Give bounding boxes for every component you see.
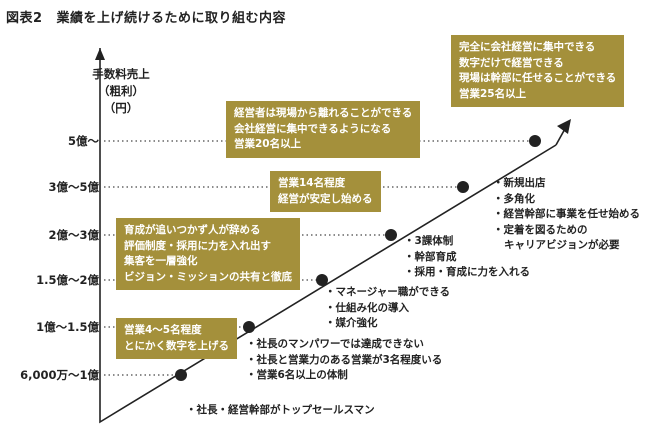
callout-line: 会社経営に集中できるようになる: [234, 122, 392, 135]
list-item: ・社長・経営幹部がトップセールスマン: [186, 404, 375, 416]
milestone-dot: [457, 181, 469, 193]
figure-title: 図表2 業績を上げ続けるために取り組む内容: [6, 7, 286, 26]
callout-line: 評価制度・採用に力を入れ出す: [124, 239, 271, 252]
list-stage-4: ・新規出店 ・多角化 ・経営幹部に事業を任せ始める ・定着を図るための キャリア…: [493, 176, 640, 254]
callout-line: 数字だけで経営できる: [459, 56, 564, 69]
milestone-dot: [175, 369, 187, 381]
callout-line: 経営が安定し始める: [278, 192, 373, 205]
y-axis-title-line: （円）: [103, 101, 139, 115]
milestone-dot: [316, 274, 328, 286]
y-axis-title-line: （粗利）: [98, 84, 144, 98]
figure-title-text: 業績を上げ続けるために取り組む内容: [56, 11, 287, 26]
callout-line: 経営者は現場から離れることができる: [234, 107, 413, 119]
y-axis-title-line: 手数料売上: [92, 67, 150, 81]
list-item: ・媒介強化: [325, 317, 378, 329]
callout-line: 営業25名以上: [459, 87, 527, 100]
level-label: 5億〜: [67, 134, 99, 148]
axis-arrowhead: [95, 48, 105, 60]
callout-line: 現場は幹部に任せることができる: [459, 72, 617, 84]
list-item: ・社長のマンパワーでは達成できない: [246, 338, 424, 350]
axis-line: [99, 48, 557, 424]
level-label: 6,000万〜1億: [20, 368, 99, 382]
list-item: ・3課体制: [404, 235, 454, 247]
callout-5: 完全に会社経営に集中できる 数字だけで経営できる 現場は幹部に任せることができる…: [451, 35, 625, 107]
list-stage-2: ・マネージャー職ができる ・仕組み化の導入 ・媒介強化: [325, 285, 450, 332]
list-stage-1: ・社長のマンパワーでは達成できない ・社長と営業力のある営業が3名程度いる ・営…: [246, 337, 442, 384]
level-label: 1億〜1.5億: [36, 320, 99, 334]
list-item: ・社長と営業力のある営業が3名程度いる: [246, 353, 443, 366]
trend-arrow-line: [555, 126, 567, 146]
callout-line: とにかく数字を上げる: [124, 339, 229, 352]
callout-line: 育成が追いつかず人が辞める: [124, 224, 261, 236]
milestones: [175, 135, 541, 381]
list-item: ・幹部育成: [404, 250, 457, 263]
list-item: ・経営幹部に事業を任せ始める: [493, 208, 640, 220]
milestone-dot: [385, 229, 397, 241]
callout-4: 経営者は現場から離れることができる 会社経営に集中できるようになる 営業20名以…: [226, 101, 421, 158]
level-label: 2億〜3億: [48, 228, 99, 242]
list-stage-3: ・3課体制 ・幹部育成 ・採用・育成に力を入れる: [404, 234, 530, 281]
callout-line: 営業20名以上: [234, 138, 302, 150]
list-item: ・営業6名以上の体制: [246, 369, 348, 381]
level-label: 3億〜5億: [48, 180, 99, 194]
callout-line: 完全に会社経営に集中できる: [459, 41, 596, 53]
callout-line: ビジョン・ミッションの共有と徹底: [124, 270, 292, 283]
level-label: 1.5億〜2億: [36, 273, 99, 287]
list-item: ・多角化: [493, 192, 535, 205]
list-item: ・定着を図るための: [493, 223, 588, 236]
callout-3: 営業14名程度 経営が安定し始める: [270, 171, 381, 212]
figure-number: 図表2: [6, 11, 43, 26]
callout-2: 育成が追いつかず人が辞める 評価制度・採用に力を入れ出す 集客を一層強化 ビジョ…: [116, 218, 300, 290]
list-stage-0: ・社長・経営幹部がトップセールスマン: [186, 403, 375, 419]
milestone-dot: [243, 321, 255, 333]
list-item: ・採用・育成に力を入れる: [404, 266, 530, 278]
trend-arrowhead: [557, 119, 571, 134]
list-item: ・仕組み化の導入: [325, 301, 409, 314]
callout-line: 集客を一層強化: [124, 255, 198, 267]
list-item: ・マネージャー職ができる: [325, 286, 451, 298]
y-axis-title: 手数料売上 （粗利） （円）: [72, 66, 170, 117]
list-item: キャリアビジョンが必要: [504, 239, 620, 251]
list-item: ・新規出店: [493, 177, 546, 189]
milestone-dot: [529, 135, 541, 147]
callout-1: 営業4〜5名程度 とにかく数字を上げる: [116, 318, 237, 359]
callout-line: 営業4〜5名程度: [124, 324, 202, 336]
callout-line: 営業14名程度: [278, 177, 346, 189]
